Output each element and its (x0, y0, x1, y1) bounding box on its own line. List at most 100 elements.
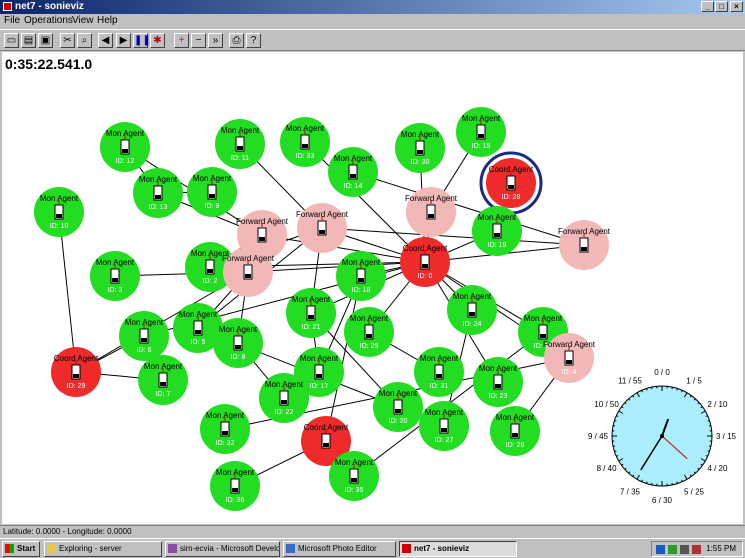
maximize-button[interactable]: □ (715, 1, 728, 12)
add-button[interactable]: + (174, 33, 189, 48)
device-icon (321, 433, 331, 449)
network-icon[interactable] (656, 545, 665, 554)
tray-app-icon[interactable] (668, 545, 677, 554)
device-icon (415, 140, 425, 156)
open-button[interactable]: ▭ (4, 33, 19, 48)
clock-tick (614, 420, 617, 422)
agent-node-forward[interactable]: Forward Agent (558, 220, 611, 270)
agent-node-forward[interactable]: Forward Agent (222, 247, 275, 297)
help-button[interactable]: ? (246, 33, 261, 48)
bug-button[interactable]: ✱ (150, 33, 165, 48)
agent-node-forward[interactable]: Forward Agent (296, 203, 349, 253)
save-button[interactable]: ▣ (38, 33, 53, 48)
agent-node-forward[interactable]: Forward Agent (405, 187, 458, 237)
zoom-button[interactable]: ⌕ (77, 33, 92, 48)
taskbar-item-photo-editor[interactable]: Microsoft Photo Editor (283, 541, 396, 557)
tray-monitor-icon[interactable] (692, 545, 701, 554)
agent-label: Mon Agent (144, 362, 183, 371)
agent-label: Mon Agent (334, 154, 373, 163)
taskbar-item-label: sim-ecvia - Microsoft Developer (180, 544, 280, 553)
taskbar-item-exploring[interactable]: Exploring - server (44, 541, 162, 557)
speaker-icon[interactable] (680, 545, 689, 554)
device-icon (492, 223, 502, 239)
remove-button[interactable]: − (191, 33, 206, 48)
menu-file[interactable]: File (4, 15, 21, 26)
clock-tick (641, 390, 643, 393)
device-icon (364, 324, 374, 340)
minimize-button[interactable]: _ (701, 1, 714, 12)
agent-node-coord[interactable]: Coord Agent (301, 416, 351, 466)
rewind-button[interactable]: ◀ (98, 33, 113, 48)
pause-button[interactable]: ❚❚ (133, 33, 151, 48)
device-icon (139, 328, 149, 344)
taskbar-item-net7[interactable]: net7 - sonieviz (399, 541, 517, 557)
device-screen (351, 478, 357, 482)
device-icon (510, 423, 520, 439)
clock-tick (632, 395, 635, 398)
agent-label: Coord Agent (304, 423, 349, 432)
device-screen (581, 247, 587, 251)
menu-help[interactable]: Help (97, 15, 118, 26)
forward-icon: » (212, 35, 219, 46)
clock-label: 8 / 40 (597, 464, 618, 473)
folder-button[interactable]: ▤ (21, 33, 36, 48)
agent-label: Forward Agent (222, 254, 275, 263)
device-icon (314, 364, 324, 380)
clock-tick (624, 402, 627, 405)
agent-id: ID: 16 (534, 343, 553, 350)
find-button[interactable]: ✂ (60, 33, 75, 48)
agent-id: ID: 28 (502, 194, 521, 201)
agent-id: ID: 9 (205, 203, 220, 210)
menu-operations[interactable]: Operations (24, 15, 73, 26)
agent-id: ID: 22 (275, 409, 294, 416)
clock-center (660, 434, 664, 438)
close-button[interactable]: × (730, 1, 743, 12)
agent-label: Mon Agent (139, 175, 178, 184)
print-button[interactable]: ⎙ (229, 33, 244, 48)
agent-label: Coord Agent (403, 244, 448, 253)
menu-view[interactable]: View (72, 15, 94, 26)
device-screen (417, 150, 423, 154)
forward-button[interactable]: » (208, 33, 223, 48)
agent-id: ID: 12 (116, 158, 135, 165)
play-button[interactable]: ▶ (116, 33, 131, 48)
clock-label: 9 / 45 (588, 432, 609, 441)
start-button[interactable]: Start (2, 541, 40, 557)
taskbar-item-developer[interactable]: sim-ecvia - Microsoft Developer (165, 541, 280, 557)
